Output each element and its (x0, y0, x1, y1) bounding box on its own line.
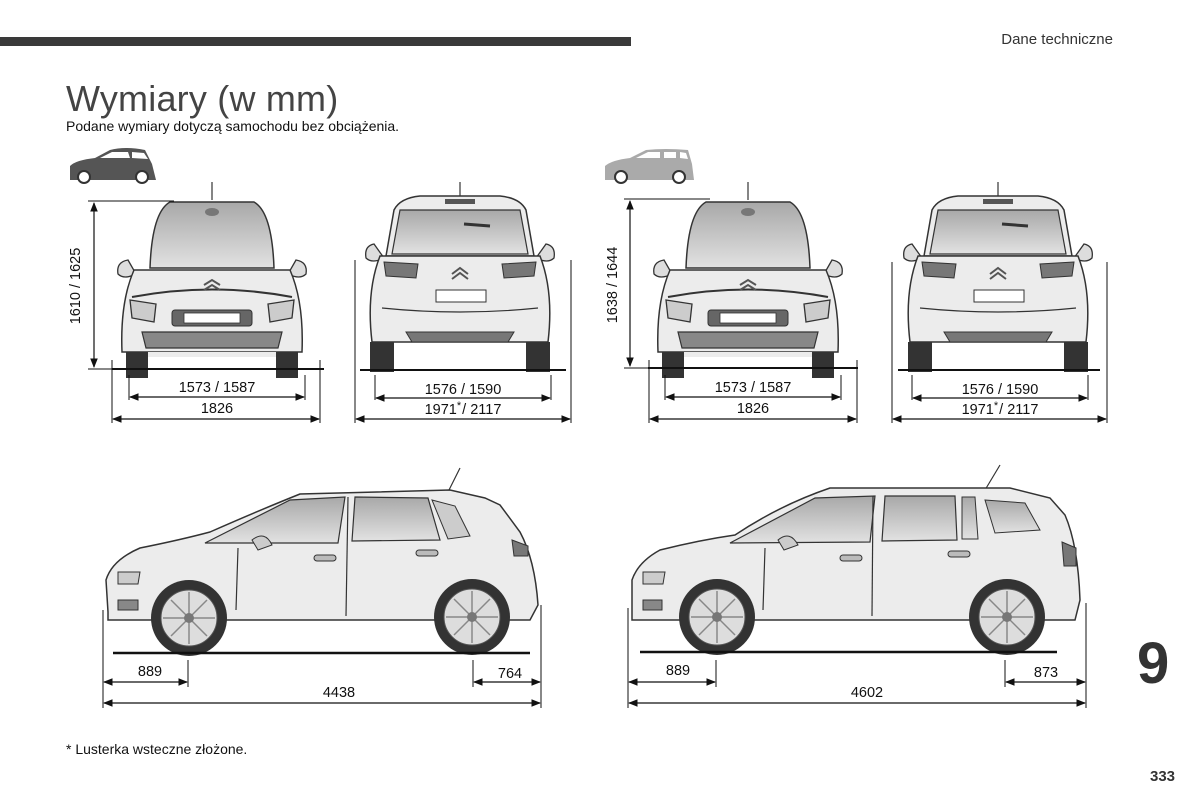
svg-text:1638 / 1644: 1638 / 1644 (605, 247, 621, 324)
page-title: Wymiary (w mm) (66, 78, 339, 119)
car-long-icon (605, 149, 694, 184)
svg-text:1826: 1826 (737, 401, 769, 417)
side-view-compact: 889 764 4438 (102, 467, 542, 708)
section-title: Dane techniczne (1001, 31, 1113, 48)
front-view-compact: 1610 / 1625 1573 / 1587 1826 (68, 181, 324, 423)
svg-text:1573 / 1587: 1573 / 1587 (179, 380, 256, 396)
svg-text:1971*/ 2117: 1971*/ 2117 (962, 400, 1039, 418)
svg-text:889: 889 (666, 663, 690, 679)
svg-text:764: 764 (498, 666, 522, 682)
front-view-long: 1638 / 1644 1573 / 1587 1826 (605, 181, 858, 423)
rear-view-long: 1576 / 1590 1971*/ 2117 (891, 180, 1108, 423)
svg-text:1610 / 1625: 1610 / 1625 (68, 248, 84, 325)
svg-text:1576 / 1590: 1576 / 1590 (962, 382, 1039, 398)
page-number: 333 (1150, 768, 1176, 785)
car-compact-icon (70, 148, 156, 184)
svg-text:4602: 4602 (851, 685, 883, 701)
svg-text:1826: 1826 (201, 401, 233, 417)
side-view-long: 889 873 4602 (627, 464, 1087, 708)
page-subtitle: Podane wymiary dotyczą samochodu bez obc… (66, 118, 400, 134)
header-bar (0, 37, 631, 46)
svg-text:1971*/ 2117: 1971*/ 2117 (425, 400, 502, 418)
footnote: * Lusterka wsteczne złożone. (66, 741, 248, 757)
svg-text:873: 873 (1034, 665, 1058, 681)
svg-text:1573 / 1587: 1573 / 1587 (715, 380, 792, 396)
rear-view-compact: 1576 / 1590 1971*/ 2117 (354, 180, 572, 423)
svg-text:4438: 4438 (323, 685, 355, 701)
svg-text:889: 889 (138, 664, 162, 680)
chapter-number: 9 (1137, 631, 1170, 696)
svg-text:1576 / 1590: 1576 / 1590 (425, 382, 502, 398)
